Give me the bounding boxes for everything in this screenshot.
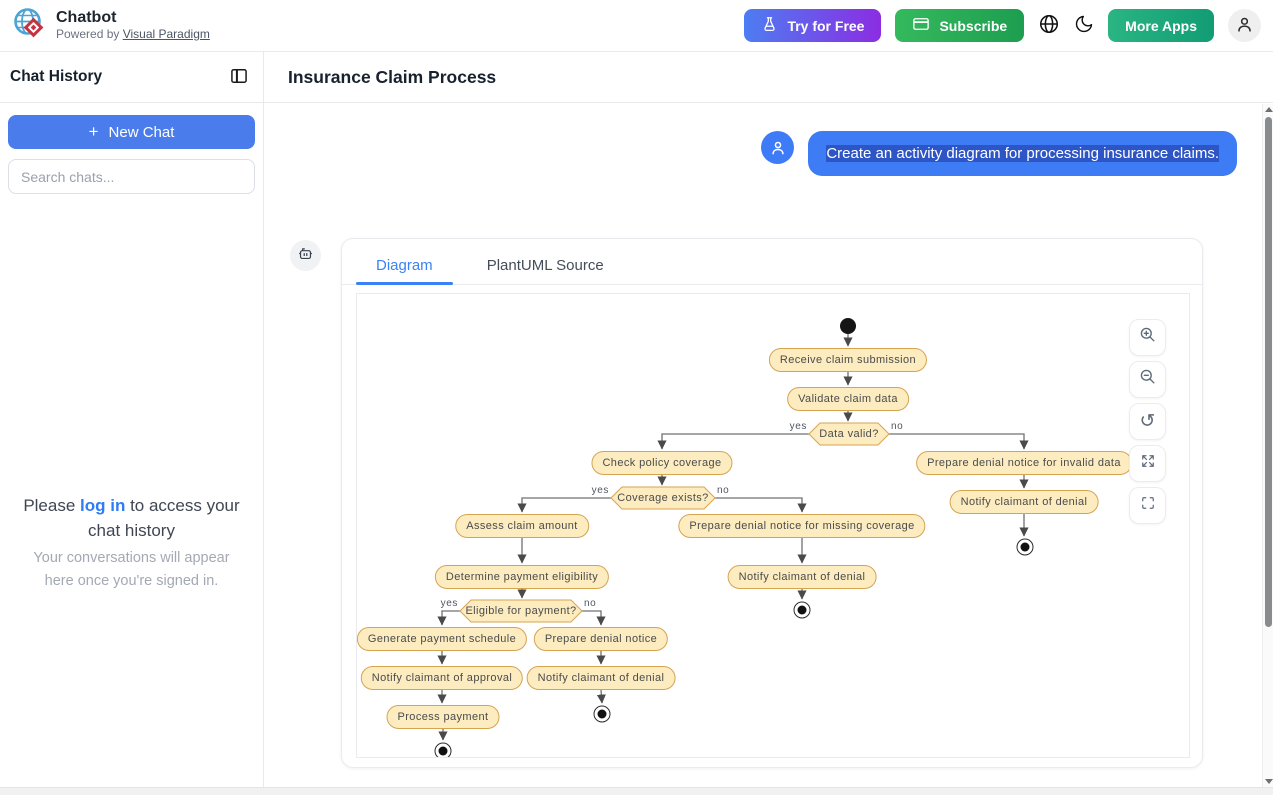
new-chat-button[interactable]: + New Chat <box>8 115 255 149</box>
diagram-decision-label: Data valid? <box>819 428 878 440</box>
diagram-canvas: Receive claim submissionValidate claim d… <box>357 294 1189 757</box>
more-apps-button[interactable]: More Apps <box>1108 9 1214 42</box>
tab-bar: Diagram PlantUML Source <box>342 239 1202 285</box>
visual-paradigm-link[interactable]: Visual Paradigm <box>123 27 210 41</box>
zoom-out-icon <box>1138 367 1157 392</box>
diagram-activity-node: Notify claimant of approval <box>361 666 523 690</box>
user-message-text: Create an activity diagram for processin… <box>826 145 1219 162</box>
diagram-end-node <box>794 602 811 619</box>
user-message-bubble[interactable]: Create an activity diagram for processin… <box>808 131 1237 176</box>
globe-icon <box>1038 13 1060 38</box>
credit-card-icon <box>912 15 930 36</box>
moon-icon <box>1074 14 1094 37</box>
diagram-activity-node: Process payment <box>387 705 500 729</box>
diagram-end-node <box>1017 539 1034 556</box>
diagram-activity-node: Assess claim amount <box>455 514 589 538</box>
diagram-edge <box>601 690 602 703</box>
zoom-in-icon <box>1138 325 1157 350</box>
chat-history-sidebar: Chat History + New Chat <box>0 52 264 795</box>
diagram-edge <box>662 434 809 449</box>
diagram-edge <box>522 498 611 512</box>
diagram-activity-node: Prepare denial notice <box>534 627 668 651</box>
sidebar-title: Chat History <box>10 68 102 86</box>
diagram-activity-node: Notify claimant of denial <box>728 565 877 589</box>
tab-plantuml-source[interactable]: PlantUML Source <box>467 253 624 284</box>
user-message-row: Create an activity diagram for processin… <box>264 131 1273 176</box>
scroll-up-arrow-icon[interactable] <box>1265 107 1273 112</box>
bot-message-row: Diagram PlantUML Source Receive claim su… <box>264 238 1273 768</box>
scroll-down-arrow-icon[interactable] <box>1265 779 1273 784</box>
diagram-toolbar: ↺ <box>1129 319 1166 524</box>
main-panel: Insurance Claim Process Create an activi… <box>264 52 1273 795</box>
sidebar-toggle-button[interactable] <box>229 66 249 89</box>
diagram-activity-node: Check policy coverage <box>591 451 732 475</box>
log-in-link[interactable]: log in <box>80 496 125 515</box>
vertical-scrollbar-thumb[interactable] <box>1265 117 1272 627</box>
diagram-activity-node: Receive claim submission <box>769 348 927 372</box>
diagram-edge-label: no <box>717 485 729 496</box>
vertical-scrollbar[interactable] <box>1262 104 1273 787</box>
diagram-activity-node: Generate payment schedule <box>357 627 527 651</box>
diagram-decision-label: Eligible for payment? <box>465 605 576 617</box>
expand-icon <box>1139 452 1157 476</box>
tab-diagram[interactable]: Diagram <box>356 253 453 284</box>
diagram-edge <box>442 611 460 625</box>
subscribe-button[interactable]: Subscribe <box>895 9 1024 42</box>
language-globe-button[interactable] <box>1038 13 1060 38</box>
diagram-activity-node: Prepare denial notice for missing covera… <box>678 514 925 538</box>
diagram-activity-node: Prepare denial notice for invalid data <box>916 451 1132 475</box>
diagram-edge-label: no <box>584 598 596 609</box>
diagram-viewport[interactable]: Receive claim submissionValidate claim d… <box>356 293 1190 758</box>
user-avatar <box>761 131 794 164</box>
reset-view-button[interactable]: ↺ <box>1129 403 1166 440</box>
chat-area: Create an activity diagram for processin… <box>264 103 1273 794</box>
horizontal-scrollbar-track[interactable] <box>0 787 1273 795</box>
diagram-activity-node: Determine payment eligibility <box>435 565 609 589</box>
top-header: Chatbot Powered by Visual Paradigm Try f… <box>0 0 1273 52</box>
reset-icon: ↺ <box>1140 410 1156 433</box>
diagram-activity-node: Notify claimant of denial <box>527 666 676 690</box>
app-title: Chatbot <box>56 9 210 27</box>
diagram-edge-label: yes <box>592 485 609 496</box>
search-chats-input[interactable] <box>8 159 255 194</box>
diagram-activity-node: Notify claimant of denial <box>950 490 1099 514</box>
diagram-end-node <box>435 743 452 759</box>
fullscreen-icon <box>1139 494 1157 518</box>
diagram-end-node <box>594 706 611 723</box>
diagram-edge <box>889 434 1024 449</box>
plus-icon: + <box>89 122 99 142</box>
zoom-in-button[interactable] <box>1129 319 1166 356</box>
diagram-edge-label: yes <box>790 421 807 432</box>
diagram-card: Diagram PlantUML Source Receive claim su… <box>341 238 1203 768</box>
panel-left-icon <box>229 66 249 89</box>
fit-to-screen-button[interactable] <box>1129 445 1166 482</box>
login-prompt: Please log in to access your chat histor… <box>0 494 263 592</box>
powered-by: Powered by Visual Paradigm <box>56 28 210 42</box>
account-avatar-button[interactable] <box>1228 9 1261 42</box>
diagram-activity-node: Validate claim data <box>787 387 909 411</box>
bot-avatar <box>290 240 321 271</box>
visual-paradigm-logo-icon <box>12 6 46 45</box>
login-subtext: Your conversations will appear here once… <box>20 547 243 592</box>
diagram-edge-label: yes <box>441 598 458 609</box>
try-for-free-button[interactable]: Try for Free <box>744 9 881 42</box>
diagram-edge <box>715 498 802 512</box>
robot-icon <box>297 245 314 267</box>
zoom-out-button[interactable] <box>1129 361 1166 398</box>
fullscreen-button[interactable] <box>1129 487 1166 524</box>
brand: Chatbot Powered by Visual Paradigm <box>12 6 210 45</box>
diagram-edge <box>582 611 601 625</box>
flask-icon <box>761 16 778 36</box>
diagram-decision-label: Coverage exists? <box>617 492 708 504</box>
page-title: Insurance Claim Process <box>288 67 496 88</box>
user-icon <box>1235 15 1254 37</box>
diagram-start-node <box>840 318 856 334</box>
dark-mode-button[interactable] <box>1074 14 1094 37</box>
diagram-edge-label: no <box>891 421 903 432</box>
